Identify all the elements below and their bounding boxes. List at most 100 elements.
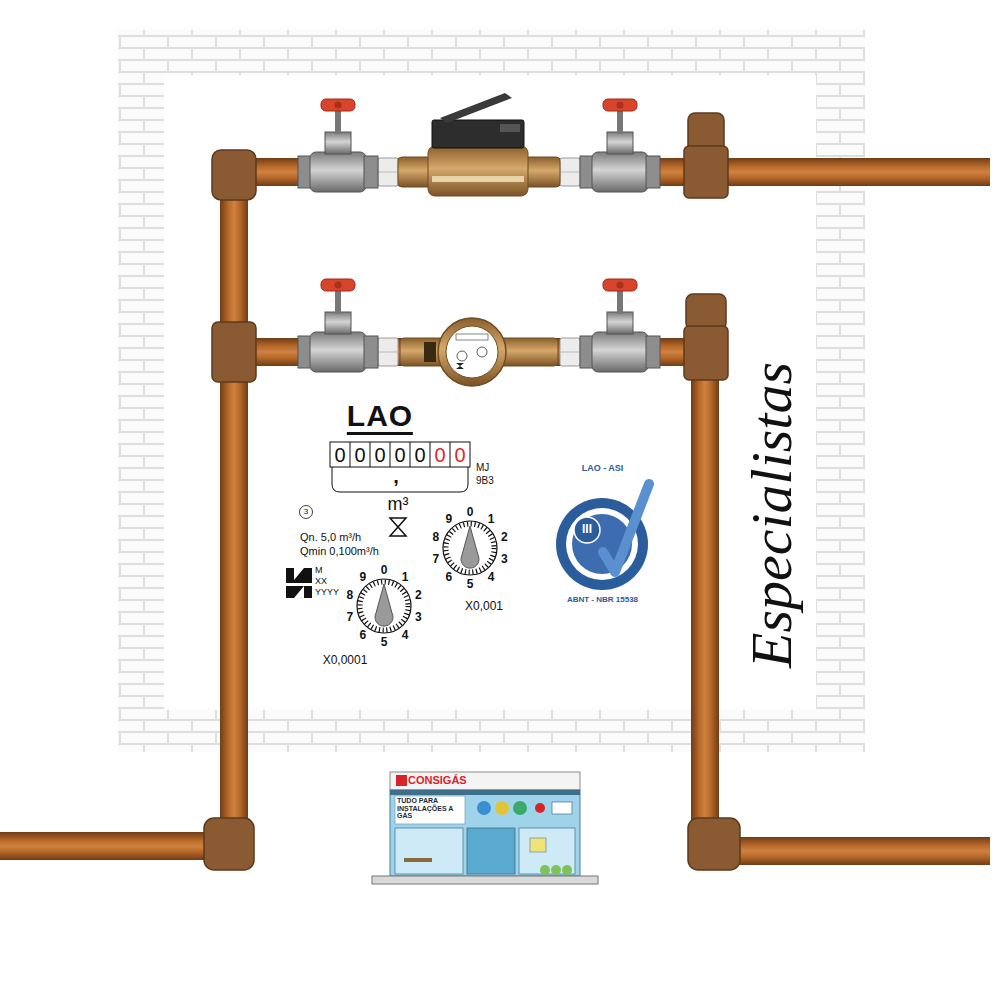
store-base — [372, 876, 598, 884]
gate-valve — [580, 99, 660, 192]
flow-rating: Qn. 5,0 m³/h — [300, 532, 361, 543]
store-plant — [562, 865, 572, 875]
node-text: III — [575, 523, 599, 536]
dial-factor: X0,0001 — [323, 654, 368, 666]
store-window — [519, 828, 575, 874]
dial-number: 3 — [415, 611, 422, 623]
dial-ring — [357, 579, 411, 633]
decimal-comma: , — [393, 466, 399, 486]
counter-digit: 0 — [394, 445, 405, 465]
gate-valve — [298, 99, 378, 192]
store-band — [390, 790, 580, 795]
store-icon — [535, 803, 545, 813]
meter-face — [446, 326, 498, 378]
counter-divider — [390, 442, 391, 467]
counter-divider — [370, 442, 371, 467]
dial-number: 6 — [445, 571, 452, 583]
store-door — [467, 828, 515, 874]
store-panel — [395, 796, 465, 824]
store-sign — [390, 772, 580, 790]
dial-number: 5 — [381, 636, 388, 648]
inmetro-code: M — [315, 566, 323, 575]
dial-number: 9 — [445, 513, 452, 525]
class-badge — [574, 517, 600, 543]
store-poster — [530, 838, 546, 852]
dial-number: 0 — [381, 564, 388, 576]
store-front — [390, 790, 580, 876]
mini-dial — [457, 351, 467, 361]
dial-ring — [443, 521, 497, 575]
hourglass-symbol — [390, 518, 406, 536]
meter-body — [428, 146, 528, 196]
gate-valve — [580, 279, 660, 372]
counter-divider — [450, 442, 451, 467]
pipe-cap — [686, 294, 726, 330]
counter-digit: 0 — [434, 445, 445, 465]
dial-number: 0 — [467, 506, 474, 518]
dial-number: 4 — [488, 571, 495, 583]
coupling-nut — [378, 338, 398, 366]
counter-digit: 0 — [374, 445, 385, 465]
coupling-nut — [560, 338, 580, 366]
dial-number: 1 — [402, 571, 409, 583]
class-mark: 3 — [304, 508, 308, 516]
dial-ticks — [360, 582, 408, 630]
pipe — [691, 310, 719, 845]
inmetro-logo — [286, 568, 312, 598]
dial-factor: X0,001 — [465, 600, 503, 612]
store-bench — [404, 858, 432, 862]
dial-number: 3 — [501, 553, 508, 565]
brand-logo: LAO — [347, 401, 413, 435]
mini-logo — [456, 363, 464, 369]
dial-number: 8 — [346, 589, 353, 601]
tee-fitting — [684, 146, 728, 198]
node-text: ABNT - NBR 15538 — [545, 596, 660, 605]
dial-pointer — [461, 526, 479, 568]
coupling-nut — [378, 158, 398, 186]
register-window — [500, 124, 520, 132]
node-text: LAO - ASI — [545, 464, 660, 474]
counter-divider — [410, 442, 411, 467]
dial-number: 7 — [346, 611, 353, 623]
meter-ring — [438, 318, 506, 386]
model-code: MJ — [476, 463, 489, 473]
tee-fitting — [212, 322, 256, 382]
inmetro-logo — [286, 583, 312, 586]
counter-frame — [330, 442, 470, 467]
elbow-fitting — [688, 818, 740, 870]
node-text: TUDO PARA INSTALAÇÕES A GÁS — [397, 797, 459, 820]
dial-number: 9 — [359, 571, 366, 583]
store-icon — [477, 801, 491, 815]
store-logo — [396, 775, 407, 786]
store-illustration — [372, 772, 598, 884]
model-code: 9B3 — [476, 476, 494, 486]
elbow-fitting — [212, 150, 256, 200]
store-icon — [495, 801, 509, 815]
script-watermark: Especialistas — [743, 362, 801, 668]
dial-number: 2 — [415, 589, 422, 601]
pipe — [220, 168, 248, 840]
class-circle — [300, 506, 313, 519]
dial-number: 4 — [402, 629, 409, 641]
gate-valve — [298, 279, 378, 372]
coupling-nut — [560, 158, 580, 186]
node-text: CONSIGÁS — [408, 774, 467, 786]
dial-number: 8 — [432, 531, 439, 543]
dial-number: 2 — [501, 531, 508, 543]
flow-rating: Qmin 0,100m³/h — [300, 546, 379, 557]
store-front: CONSIGÁS TUDO PARA INSTALAÇÕES A GÁS — [390, 770, 580, 880]
inmetro-code: YYYY — [315, 588, 339, 597]
pipe — [0, 832, 232, 860]
meter-lug — [424, 342, 436, 362]
dial-ticks — [446, 524, 494, 572]
store-icon — [513, 801, 527, 815]
tee-fitting — [684, 326, 728, 380]
dial-pointer — [375, 584, 393, 626]
store-window — [395, 828, 463, 874]
dial-number: 6 — [359, 629, 366, 641]
check-mark — [603, 484, 649, 572]
